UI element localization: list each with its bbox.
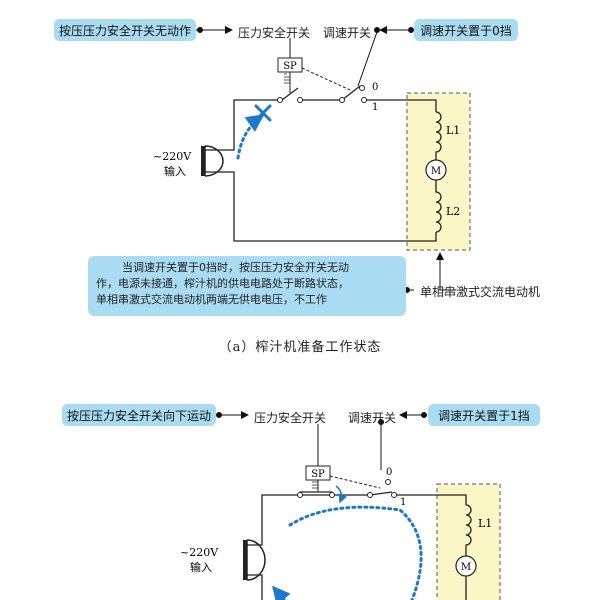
a-coil-l2 (435, 180, 442, 233)
a-note-line-3: 单相串激式交流电动机两端无供电电压，不工作 (96, 293, 327, 306)
b-sp-switch: SP (305, 465, 381, 492)
b-coil-l1-label: L1 (478, 517, 492, 530)
a-wiring (205, 85, 437, 242)
a-coil-l1-label: L1 (446, 124, 460, 137)
a-sp-switch: SP (277, 57, 351, 93)
b-press-arrow (335, 485, 347, 504)
a-motor-type-label: 单相串激式交流电动机 (420, 285, 541, 299)
b-motor-label: M (461, 562, 471, 573)
b-speed-switch-label: 调速开关 (348, 411, 397, 425)
b-contacts (297, 479, 397, 498)
b-speed-setting-label: 调速开关置于1挡 (428, 404, 540, 426)
svg-text:SP: SP (283, 61, 297, 72)
b-coil-l1 (465, 504, 472, 556)
b-pressure-switch-label: 压力安全开关 (254, 411, 327, 425)
a-speed-switch-label: 调速开关 (323, 26, 372, 40)
b-current-path (288, 505, 423, 600)
b-pos-0: 0 (386, 467, 392, 478)
svg-text:SP: SP (311, 469, 325, 480)
a-caption: （a）榨汁机准备工作状态 (218, 340, 382, 355)
b-input-text: 输入 (190, 560, 212, 574)
b-current-return (272, 585, 291, 600)
a-explanation-note: 当调速开关置于0挡时，按压压力安全开关无动 作，电源未接通，榨汁机的供电电路处于… (88, 256, 406, 316)
b-input-plug (246, 539, 266, 581)
a-pos-0: 0 (372, 82, 378, 93)
a-callout-lines (196, 26, 414, 87)
a-pressure-switch-label: 压力安全开关 (238, 26, 311, 40)
b-callout-lines (216, 411, 427, 470)
a-pos-1: 1 (372, 102, 378, 113)
b-wiring (247, 491, 467, 600)
b-action-label: 按压压力安全开关向下运动 (62, 404, 216, 426)
a-input-text: 输入 (164, 164, 186, 178)
a-speed-setting-label: 调速开关置于0挡 (414, 19, 518, 41)
a-current-path (236, 114, 265, 160)
b-pos-1: 1 (400, 497, 406, 508)
a-action-label: 按压压力安全开关无动作 (54, 19, 196, 41)
a-contacts (277, 85, 367, 103)
b-motor-box (436, 483, 501, 600)
b-input-voltage: ~220V (180, 546, 219, 559)
a-coil-l1 (435, 111, 442, 160)
a-note-line-1: 当调速开关置于0挡时，按压压力安全开关无动 (122, 261, 349, 274)
a-note-line-2: 作，电源未接通，榨汁机的供电电路处于断路状态， (96, 277, 349, 290)
a-coil-l2-label: L2 (446, 205, 460, 218)
a-block-mark (254, 104, 272, 122)
a-input-voltage: ~220V (153, 150, 192, 163)
a-motor-label: M (431, 166, 441, 177)
